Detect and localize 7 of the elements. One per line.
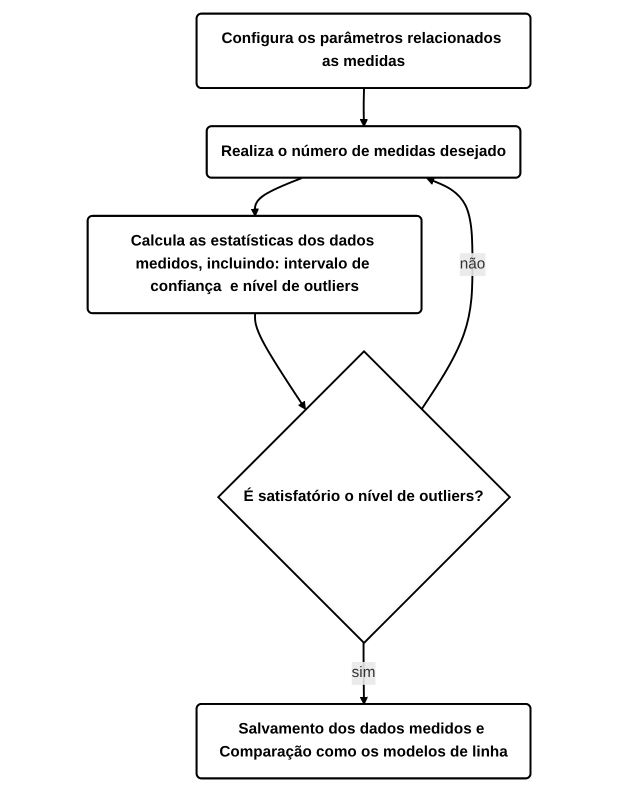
node-diamond: É satisfatório o nível de outliers? bbox=[216, 350, 512, 644]
arrow bbox=[420, 176, 474, 410]
edge-label: sim bbox=[352, 664, 376, 681]
arrow bbox=[360, 88, 368, 127]
arrow bbox=[250, 176, 302, 216]
arrow bbox=[254, 313, 306, 410]
edge-label: não bbox=[460, 255, 486, 272]
